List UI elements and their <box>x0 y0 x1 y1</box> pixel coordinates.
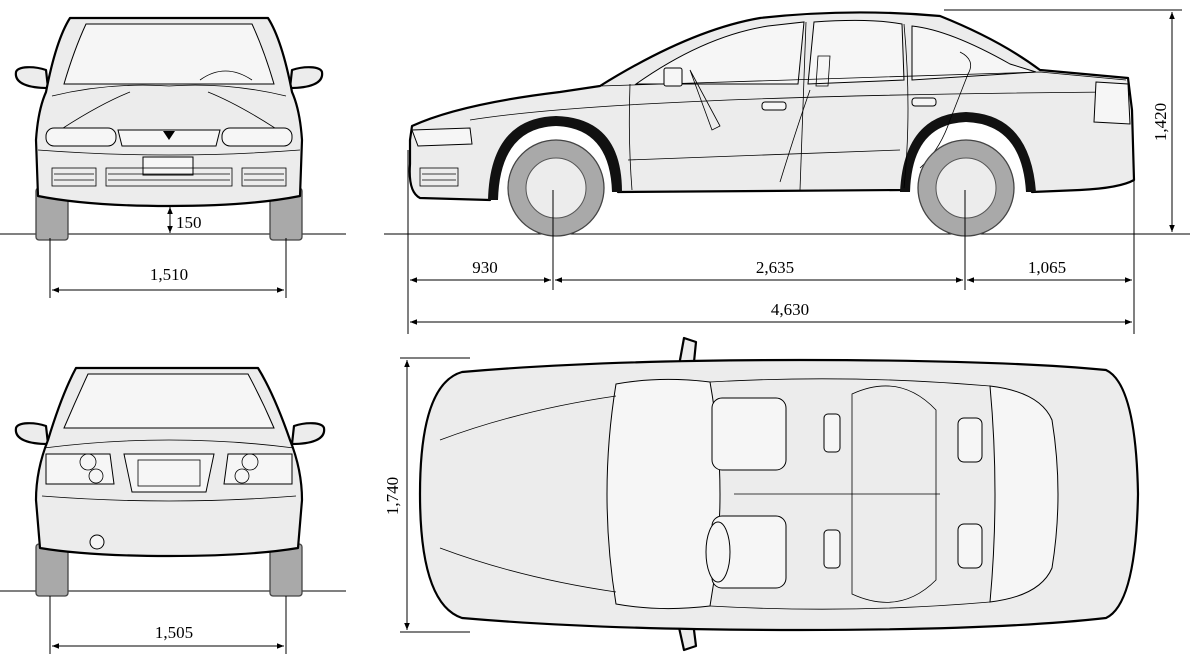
front-license-plate <box>142 156 194 176</box>
front-track-label: 1,510 <box>150 265 188 284</box>
steering-wheel-outline <box>199 70 253 81</box>
front-wheel-arch <box>488 116 622 200</box>
ground-clearance-label: 150 <box>176 213 202 232</box>
front-left-mirror <box>14 66 50 90</box>
side-view: 1,420 930 2,635 1,065 4,630 <box>384 9 1190 334</box>
rear-quarter-window <box>911 25 1037 81</box>
rear-bumper-line <box>41 495 297 502</box>
rear-right-mirror <box>290 422 326 446</box>
trunk-lid-line <box>43 439 295 449</box>
front-seat-back <box>779 89 811 183</box>
front-right-mirror <box>288 66 324 90</box>
front-seat-headrest <box>815 55 831 87</box>
hood-line-lower <box>439 547 617 593</box>
top-view: 1,740 <box>383 336 1140 652</box>
exhaust-pipe <box>89 534 105 550</box>
front-lower-vents <box>51 167 287 187</box>
mitsubishi-logo-icon <box>163 131 175 140</box>
top-headrest-lower <box>823 529 841 569</box>
beltline <box>599 71 1127 87</box>
front-door-front-edge <box>628 83 633 191</box>
rear-door-rear-edge <box>903 23 909 189</box>
front-windshield <box>63 23 275 85</box>
side-front-vent <box>419 167 459 187</box>
side-mirror <box>663 67 683 87</box>
rear-overhang-label: 1,065 <box>1028 258 1066 277</box>
top-rear-headrest-upper <box>957 417 983 463</box>
roof-edge-lower <box>709 601 991 610</box>
top-rear-window <box>989 385 1059 603</box>
b-pillar-line <box>799 21 807 191</box>
overall-width-label: 1,740 <box>383 477 402 515</box>
top-front-seat-upper <box>711 397 787 471</box>
front-left-headlight <box>45 127 117 147</box>
top-headrest-upper <box>823 413 841 453</box>
top-windshield <box>606 378 721 610</box>
top-rear-headrest-lower <box>957 523 983 569</box>
rear-side-window <box>807 19 905 85</box>
rear-left-mirror <box>14 422 50 446</box>
rear-right-taillight <box>223 453 293 485</box>
top-steering-wheel <box>705 521 731 583</box>
roof-edge-upper <box>709 378 991 387</box>
steering-column <box>689 69 721 131</box>
top-rear-bench <box>851 385 937 603</box>
overall-length-label: 4,630 <box>771 300 809 319</box>
front-view: 150 1,510 <box>0 16 346 298</box>
side-headlight <box>411 127 473 147</box>
front-door-handle <box>761 101 787 111</box>
side-rear-wheel-rim <box>935 157 997 219</box>
rear-window <box>63 373 275 429</box>
front-right-headlight <box>221 127 293 147</box>
overall-height-label: 1,420 <box>1151 103 1170 141</box>
side-taillight <box>1093 81 1131 125</box>
rear-license-plate <box>137 459 201 487</box>
rear-left-taillight <box>45 453 115 485</box>
wheelbase-label: 2,635 <box>756 258 794 277</box>
front-bumper-line <box>37 149 301 156</box>
door-crease-line <box>627 149 901 161</box>
rear-wheel-arch <box>900 112 1036 192</box>
hood-crease-right <box>207 91 279 131</box>
hood-crease-left <box>59 91 131 131</box>
rear-view: 1,505 <box>0 366 346 654</box>
rear-license-plate-recess <box>123 453 215 493</box>
hood-line-upper <box>439 395 617 441</box>
hood-line <box>51 84 287 97</box>
rear-track-label: 1,505 <box>155 623 193 642</box>
side-front-wheel-rim <box>525 157 587 219</box>
shoulder-line <box>469 91 1111 121</box>
rear-door-handle <box>911 97 937 107</box>
front-overhang-label: 930 <box>472 258 498 277</box>
